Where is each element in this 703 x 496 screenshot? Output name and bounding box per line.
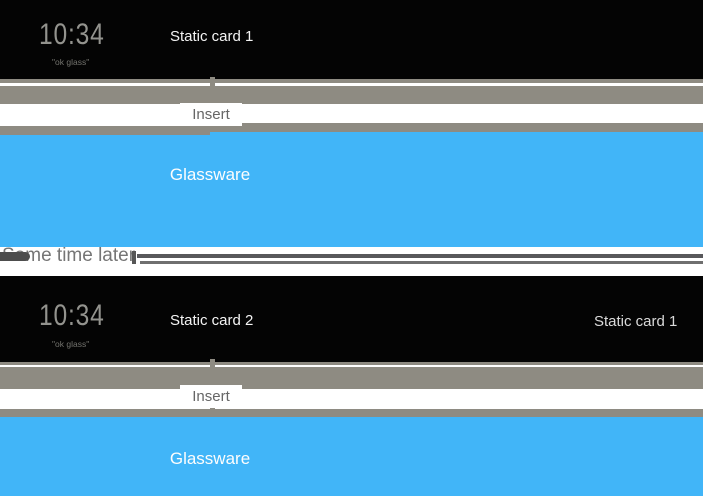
static-card-label: Static card 2 [170,312,254,329]
timeline-strip-top-1 [0,79,703,83]
timeline-strip-bottom-left-1 [0,126,210,135]
separator-text: Some time later [2,245,136,266]
glassware-label: Glassware [169,448,251,468]
timeline-strip-bottom-2 [0,409,703,417]
clock-text: 10:34 [39,299,105,332]
glassware-card-1: Glassware [0,131,703,247]
timeline-strip-main-1 [0,85,703,104]
glassware-label: Glassware [169,164,251,184]
insert-label-2: Insert [180,385,242,408]
separator-tick [132,251,136,264]
hotword-text: "ok glass" [52,339,90,349]
glassware-card-2: Glassware [0,416,703,496]
home-card-2: 10:34 "ok glass" Static card 2 Static ca… [0,276,703,362]
insert-label-text: Insert [192,388,230,405]
home-card-1: 10:34 "ok glass" Static card 1 [0,0,703,79]
separator-bar [0,252,30,261]
static-card-label: Static card 1 [170,28,254,45]
static-card-label-secondary: Static card 1 [594,313,678,330]
clock-text: 10:34 [39,18,105,51]
separator-line-bottom [140,261,703,264]
insert-label-1: Insert [180,103,242,126]
insert-label-text: Insert [192,106,230,123]
timeline-strip-bottom-right-1 [214,123,703,132]
timeline-strip-top-2 [0,361,703,365]
hotword-text: "ok glass" [52,57,90,67]
timeline-strip-main-2 [0,367,703,389]
separator-line-top [137,254,703,258]
